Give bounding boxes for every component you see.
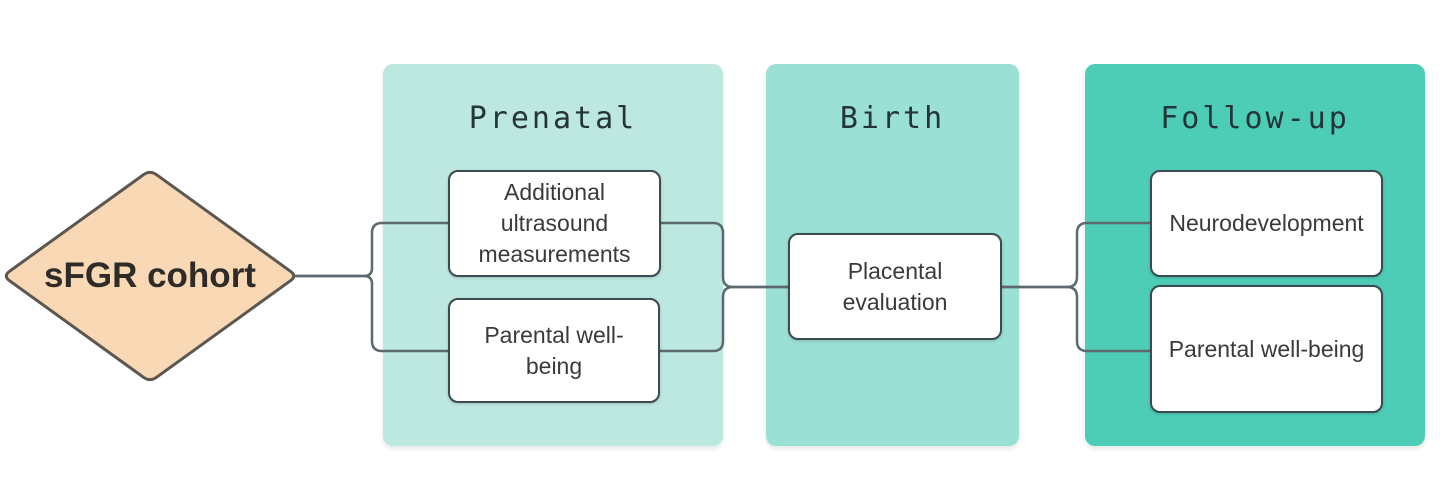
connector-placental-to-parental-followup [1000,285,1152,353]
connector-cohort-to-parental-prenatal [294,274,450,353]
connector-parental-prenatal-to-placental [658,285,790,353]
node-parental-well-being-prenatal: Parental well-being [448,298,660,403]
connector-ultrasound-to-placental [659,221,790,289]
cohort-diamond-shape [4,170,296,382]
connector-cohort-to-ultrasound [294,221,450,278]
connector-placental-to-neuro [1000,221,1152,289]
connector-group [294,221,1152,353]
node-neurodevelopment: Neurodevelopment [1150,170,1383,277]
node-placental-evaluation: Placental evaluation [788,233,1002,340]
node-additional-ultrasound-measurements: Additional ultrasound measurements [448,170,661,277]
node-parental-well-being-followup: Parental well-being [1150,285,1383,413]
